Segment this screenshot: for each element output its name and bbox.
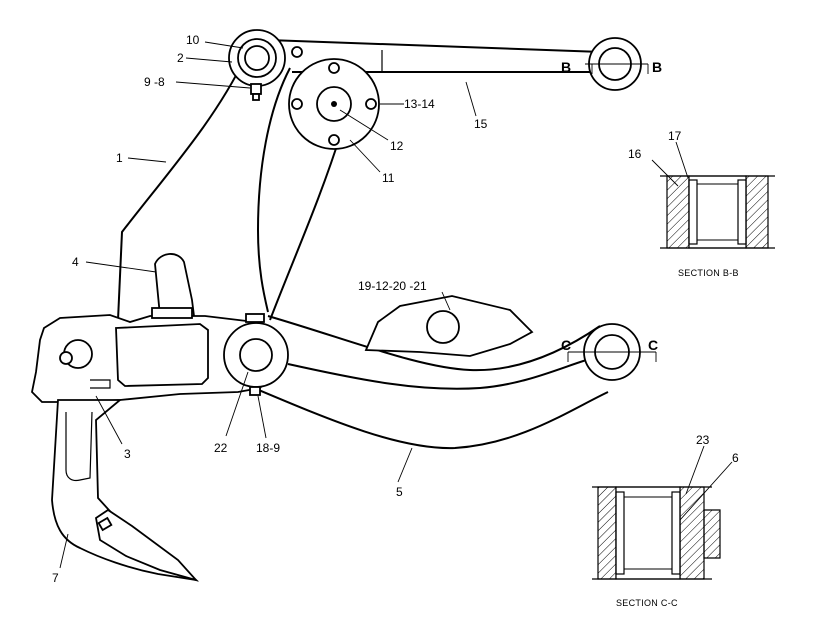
callout-15: 15 xyxy=(474,117,488,131)
callout-11: 11 xyxy=(382,171,395,185)
link-eye-right xyxy=(585,37,649,91)
callout-9-8: 9 -8 xyxy=(144,75,165,89)
callout-4: 4 xyxy=(72,255,79,269)
callout-17: 17 xyxy=(668,129,682,143)
marker-c-right: C xyxy=(648,337,658,353)
callout-6: 6 xyxy=(732,451,739,465)
callout-22: 22 xyxy=(214,441,228,455)
caption-section-cc: SECTION C-C xyxy=(616,598,678,608)
callout-12: 12 xyxy=(390,139,404,153)
callouts: 10 2 9 -8 1 4 13-14 12 11 15 19-12-20 -2… xyxy=(52,33,739,585)
lower-pivot-boss xyxy=(223,322,289,396)
callout-5: 5 xyxy=(396,485,403,499)
upper-pivot-boss xyxy=(228,29,303,87)
guide-block xyxy=(154,253,196,317)
callout-18-9: 18-9 xyxy=(256,441,280,455)
bracket xyxy=(364,295,534,357)
marker-b-right: B xyxy=(652,59,662,75)
callout-16: 16 xyxy=(628,147,642,161)
callout-10: 10 xyxy=(186,33,200,47)
ripper-housing xyxy=(31,307,277,403)
section-cc xyxy=(592,486,721,580)
section-bb xyxy=(660,175,775,249)
callout-3: 3 xyxy=(124,447,131,461)
callout-13-14: 13-14 xyxy=(404,97,435,111)
section-markers: B B C C xyxy=(561,59,662,353)
leader-lines xyxy=(59,41,733,569)
callout-23: 23 xyxy=(696,433,710,447)
shank xyxy=(51,399,199,582)
callout-7: 7 xyxy=(52,571,59,585)
callout-2: 2 xyxy=(177,51,184,65)
link-bar-top xyxy=(267,39,603,53)
mounting-plate xyxy=(288,58,380,150)
grease-fitting-top xyxy=(250,83,262,101)
beam-eye-right xyxy=(567,323,657,381)
beam xyxy=(253,315,609,450)
caption-section-bb: SECTION B-B xyxy=(678,268,739,278)
marker-c-left: C xyxy=(561,337,571,353)
callout-19-12-20-21: 19-12-20 -21 xyxy=(358,279,427,293)
callout-1: 1 xyxy=(116,151,123,165)
marker-b-left: B xyxy=(561,59,571,75)
